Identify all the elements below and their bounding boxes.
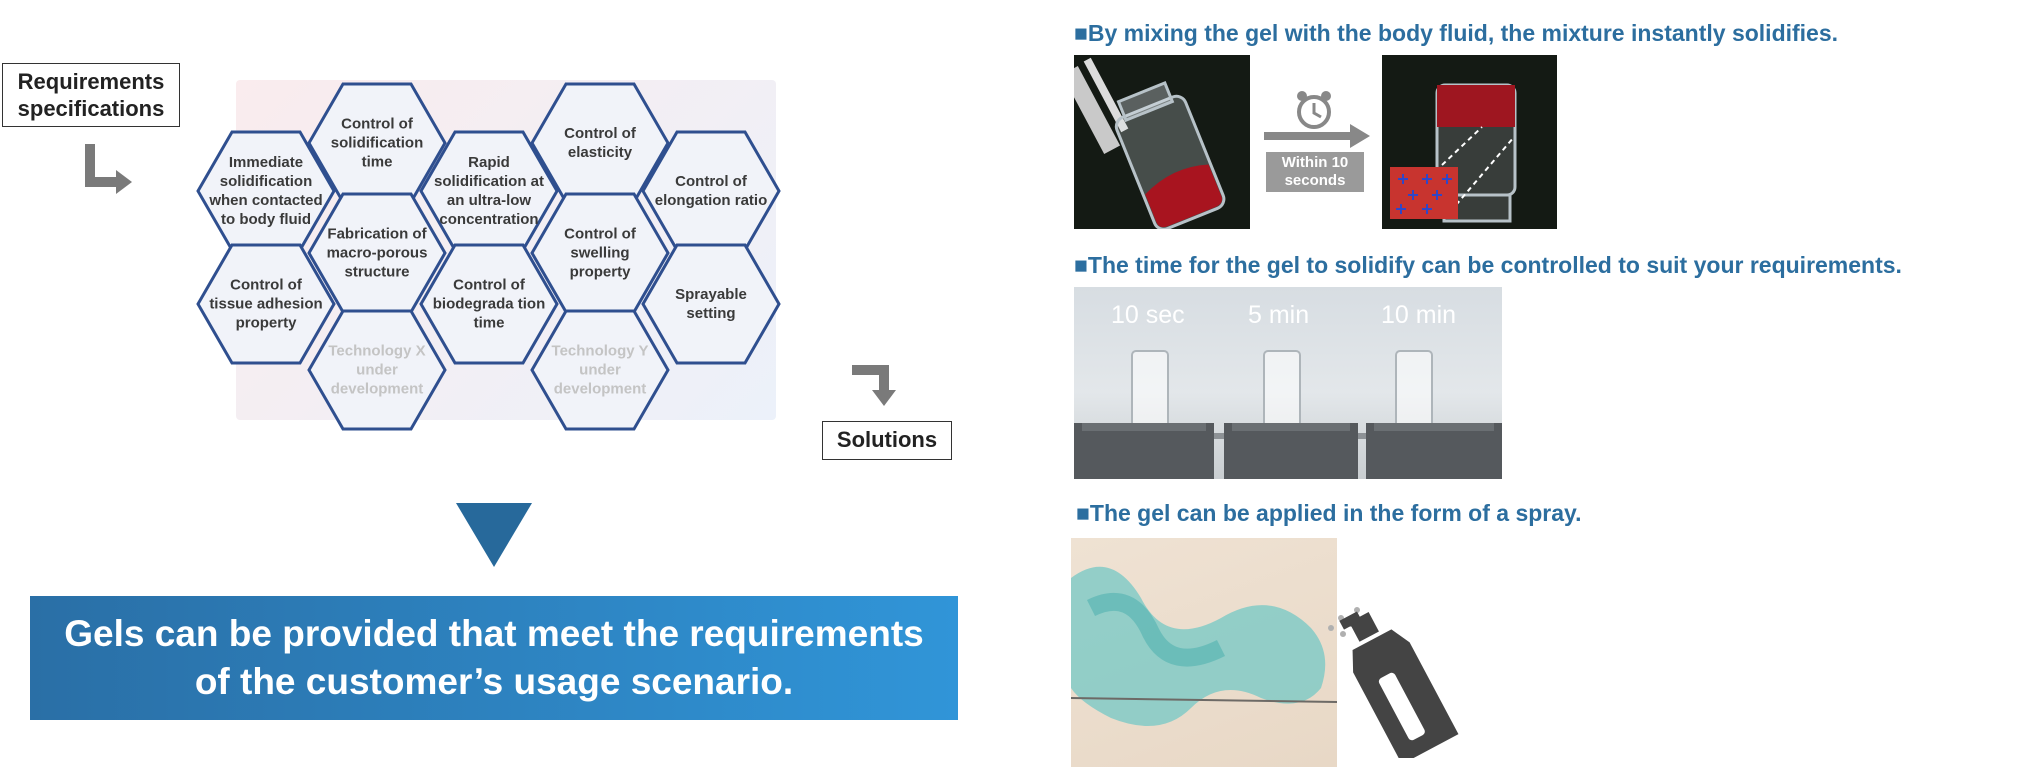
hexagon-label-6: Control of swelling property — [564, 225, 636, 281]
hexagon-label-8: Control of biodegrada tion time — [432, 276, 546, 332]
hexagon-7 — [196, 243, 336, 365]
heading-spray: ■The gel can be applied in the form of a… — [1076, 500, 1582, 526]
spray-can-icon — [1328, 607, 1459, 758]
hexagon-label-5: Fabrication of macro-porous structure — [326, 225, 428, 281]
photo-sprayed-gel — [1071, 538, 1337, 767]
photo-gel-solidified — [1382, 55, 1557, 229]
heading-time-control: ■The time for the gel to solidify can be… — [1074, 252, 1902, 278]
heading-mixing: ■By mixing the gel with the body fluid, … — [1074, 20, 1839, 46]
time-label-10-sec: 10 sec — [1111, 301, 1185, 329]
time-label-5-min: 5 min — [1248, 301, 1310, 329]
bent-arrow-right-down-icon — [852, 365, 896, 406]
hexagon-label-4: Control of elongation ratio — [654, 173, 768, 209]
within-ten-seconds-label: Within 10 seconds — [1266, 152, 1364, 192]
hexagon-8 — [419, 243, 559, 365]
conclusion-banner: Gels can be provided that meet the requi… — [30, 596, 958, 720]
hexagon-11 — [530, 309, 670, 431]
hexagon-label-7: Control of tissue adhesion property — [209, 276, 323, 332]
hexagon-label-0: Control of solidification time — [330, 115, 424, 171]
sprayed-gel-pattern — [1071, 566, 1337, 726]
hexagon-label-2: Immediate solidification when contacted … — [209, 154, 323, 228]
hexagon-10 — [307, 309, 447, 431]
solutions-label: Solutions — [822, 421, 952, 460]
bent-arrow-down-right-icon — [85, 144, 132, 194]
time-label-10-min: 10 min — [1381, 301, 1457, 329]
timer-arrow-icon — [1264, 91, 1370, 148]
requirements-specifications-label: Requirements specifications — [2, 63, 180, 127]
hexagon-label-9: Sprayable setting — [675, 286, 747, 322]
hexagon-shapes — [196, 82, 781, 431]
hexagon-label-11: Technology Y under development — [551, 342, 649, 398]
hexagon-label-1: Control of elasticity — [564, 125, 636, 161]
photo-three-vials: 10 sec 5 min 10 min — [1074, 287, 1502, 479]
down-triangle-arrow-icon — [456, 503, 532, 567]
vial-tilted-illustration — [1074, 57, 1226, 229]
photo-gel-before-mixing — [1074, 55, 1250, 229]
hexagon-9 — [641, 243, 781, 365]
hexagon-label-10: Technology X under development — [328, 342, 426, 398]
vials-on-stands-illustration — [1074, 350, 1502, 479]
hexagon-label-3: Rapid solidification at an ultra-low con… — [433, 154, 544, 228]
inverted-vial-illustration — [1390, 83, 1517, 223]
